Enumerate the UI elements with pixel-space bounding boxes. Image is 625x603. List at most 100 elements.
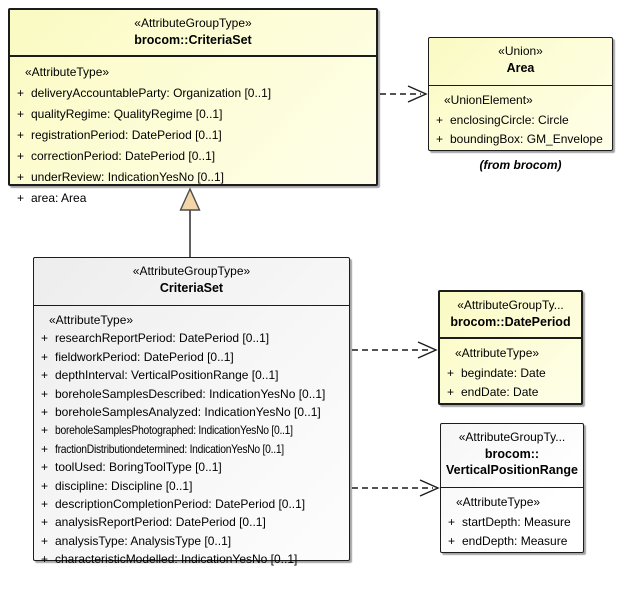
dependency-connector-area bbox=[380, 85, 428, 103]
attribute-text: boreholeSamplesAnalyzed: IndicationYesNo… bbox=[55, 405, 321, 420]
attribute-row: + descriptionCompletionPeriod: DatePerio… bbox=[34, 495, 349, 513]
visibility-plus: + bbox=[447, 385, 455, 399]
class-header: «AttributeGroupType» brocom::CriteriaSet bbox=[10, 10, 376, 57]
visibility-plus: + bbox=[17, 149, 25, 163]
stereotype-label: «AttributeGroupTy... bbox=[457, 298, 564, 312]
attribute-text: analysisType: AnalysisType [0..1] bbox=[55, 533, 232, 548]
visibility-plus: + bbox=[41, 368, 49, 383]
dependency-connector-verticalpositionrange bbox=[352, 479, 440, 497]
attribute-row: + analysisType: AnalysisType [0..1] bbox=[34, 532, 349, 550]
visibility-plus: + bbox=[448, 534, 456, 548]
attribute-row: + depthInterval: VerticalPositionRange [… bbox=[34, 366, 349, 384]
visibility-plus: + bbox=[448, 514, 456, 529]
visibility-plus: + bbox=[41, 331, 49, 346]
attribute-text: boreholeSamplesPhotographed: IndicationY… bbox=[55, 423, 293, 438]
attribute-row: + boreholeSamplesAnalyzed: IndicationYes… bbox=[34, 403, 349, 421]
attribute-text: discipline: Discipline [0..1] bbox=[55, 478, 193, 493]
attribute-text: fieldworkPeriod: DatePeriod [0..1] bbox=[55, 349, 234, 364]
attributes-compartment: «AttributeType» + deliveryAccountablePar… bbox=[10, 57, 376, 209]
visibility-plus: + bbox=[17, 107, 25, 121]
attribute-row: + endDepth: Measure bbox=[441, 532, 583, 552]
attribute-text: endDate: Date bbox=[461, 385, 539, 399]
attributes-compartment: «AttributeType» + researchReportPeriod: … bbox=[34, 306, 349, 569]
visibility-plus: + bbox=[41, 386, 49, 401]
attribute-text: underReview: IndicationYesNo [0..1] bbox=[31, 170, 225, 184]
attribute-row: + area: Area bbox=[10, 188, 376, 209]
class-header: «Union» Area bbox=[429, 38, 612, 86]
attribute-text: characteristicModelled: IndicationYesNo … bbox=[55, 552, 298, 567]
attribute-row: + boundingBox: GM_Envelope bbox=[429, 130, 612, 150]
attribute-row: + boreholeSamplesPhotographed: Indicatio… bbox=[34, 421, 349, 439]
visibility-plus: + bbox=[447, 365, 455, 380]
stereotype-label: «AttributeGroupType» bbox=[134, 16, 252, 30]
attribute-text: boundingBox: GM_Envelope bbox=[450, 132, 603, 146]
stereotype-label: «AttributeGroupType» bbox=[132, 264, 251, 278]
open-arrowhead-icon bbox=[417, 341, 438, 359]
attribute-text: begindate: Date bbox=[461, 365, 546, 380]
attribute-row: + discipline: Discipline [0..1] bbox=[34, 477, 349, 495]
attribute-row: + fieldworkPeriod: DatePeriod [0..1] bbox=[34, 348, 349, 366]
attribute-row: + qualityRegime: QualityRegime [0..1] bbox=[10, 104, 376, 125]
attribute-text: correctionPeriod: DatePeriod [0..1] bbox=[31, 149, 216, 163]
attribute-text: researchReportPeriod: DatePeriod [0..1] bbox=[55, 331, 270, 346]
attribute-text: deliveryAccountableParty: Organization [… bbox=[31, 86, 272, 100]
class-name: Area bbox=[506, 61, 535, 75]
attribute-section-stereotype: «UnionElement» bbox=[444, 93, 533, 107]
stereotype-label: «Union» bbox=[498, 44, 543, 58]
class-name-line2: VerticalPositionRange bbox=[446, 463, 578, 477]
class-header: «AttributeGroupTy... brocom:: VerticalPo… bbox=[441, 424, 583, 488]
class-name: CriteriaSet bbox=[159, 281, 224, 295]
attributes-compartment: «AttributeType» + startDepth: Measure + … bbox=[441, 488, 583, 552]
attribute-text: toolUsed: BoringToolType [0..1] bbox=[55, 460, 222, 475]
attribute-text: analysisReportPeriod: DatePeriod [0..1] bbox=[55, 515, 266, 530]
attribute-row: + fractionDistributiondetermined: Indica… bbox=[34, 440, 349, 458]
attribute-text: enclosingCircle: Circle bbox=[450, 112, 569, 127]
class-header: «AttributeGroupType» CriteriaSet bbox=[34, 258, 349, 306]
visibility-plus: + bbox=[41, 423, 49, 438]
attribute-text: descriptionCompletionPeriod: DatePeriod … bbox=[55, 497, 306, 512]
attribute-row: + characteristicModelled: IndicationYesN… bbox=[34, 550, 349, 568]
visibility-plus: + bbox=[41, 533, 49, 548]
attribute-text: fractionDistributiondetermined: Indicati… bbox=[55, 441, 284, 456]
visibility-plus: + bbox=[17, 191, 25, 205]
attributes-compartment: «AttributeType» + begindate: Date + endD… bbox=[440, 339, 581, 403]
attribute-row: + endDate: Date bbox=[440, 383, 581, 403]
attribute-section-stereotype: «AttributeType» bbox=[49, 313, 134, 327]
visibility-plus: + bbox=[41, 497, 49, 512]
visibility-plus: + bbox=[41, 552, 49, 567]
visibility-plus: + bbox=[41, 515, 49, 530]
visibility-plus: + bbox=[41, 478, 49, 493]
origin-note: (from brocom) bbox=[479, 158, 562, 172]
visibility-plus: + bbox=[41, 405, 49, 420]
class-header: «AttributeGroupTy... brocom::DatePeriod bbox=[440, 292, 581, 339]
dependency-connector-dateperiod bbox=[352, 341, 438, 359]
attribute-section-stereotype: «AttributeType» bbox=[25, 65, 110, 79]
visibility-plus: + bbox=[436, 112, 444, 127]
attribute-row: + correctionPeriod: DatePeriod [0..1] bbox=[10, 146, 376, 167]
class-box-brocom-dateperiod: «AttributeGroupTy... brocom::DatePeriod … bbox=[438, 290, 583, 405]
attribute-text: area: Area bbox=[31, 191, 87, 205]
visibility-plus: + bbox=[41, 460, 49, 475]
visibility-plus: + bbox=[17, 170, 25, 184]
open-arrowhead-icon bbox=[407, 85, 428, 103]
attribute-row: + toolUsed: BoringToolType [0..1] bbox=[34, 458, 349, 476]
open-arrowhead-icon bbox=[419, 479, 440, 497]
visibility-plus: + bbox=[17, 128, 25, 142]
attribute-row: + underReview: IndicationYesNo [0..1] bbox=[10, 167, 376, 188]
visibility-plus: + bbox=[41, 441, 49, 456]
class-name: brocom::DatePeriod bbox=[450, 315, 571, 329]
attribute-text: endDepth: Measure bbox=[462, 534, 568, 548]
attributes-compartment: «UnionElement» + enclosingCircle: Circle… bbox=[429, 86, 612, 150]
visibility-plus: + bbox=[436, 132, 444, 146]
class-box-brocom-criteriaset: «AttributeGroupType» brocom::CriteriaSet… bbox=[8, 8, 378, 205]
attribute-row: + registrationPeriod: DatePeriod [0..1] bbox=[10, 125, 376, 146]
attribute-row: + researchReportPeriod: DatePeriod [0..1… bbox=[34, 329, 349, 347]
class-box-area: «Union» Area «UnionElement» + enclosingC… bbox=[428, 37, 613, 151]
attribute-section-stereotype: «AttributeType» bbox=[456, 495, 541, 509]
attribute-text: registrationPeriod: DatePeriod [0..1] bbox=[31, 128, 222, 142]
class-name-line1: brocom:: bbox=[484, 446, 540, 461]
attribute-row: + startDepth: Measure bbox=[441, 513, 583, 533]
class-box-criteriaset: «AttributeGroupType» CriteriaSet «Attrib… bbox=[33, 257, 350, 566]
class-name: brocom::CriteriaSet bbox=[134, 33, 252, 47]
